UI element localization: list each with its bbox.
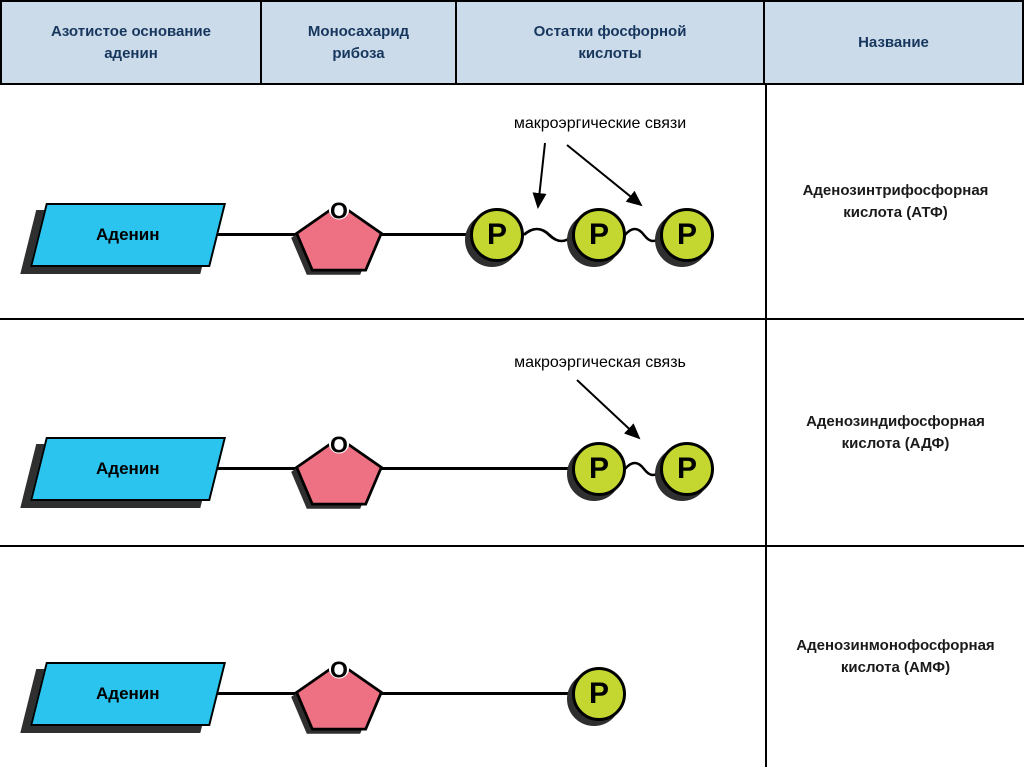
molecule-diagram-amp: Аденин O P: [0, 547, 765, 767]
header-name: Название: [765, 0, 1024, 85]
phosphate-label: P: [676, 218, 697, 251]
header-phosphate-residues: Остатки фосфорной кислоты: [457, 0, 765, 85]
oxygen-label: O: [330, 432, 348, 458]
phosphate-circle: P: [572, 442, 626, 496]
bond-line: [379, 467, 575, 470]
phosphate-circle: P: [470, 208, 524, 262]
macroergic-bond-annotation: макроэргическая связь: [514, 354, 686, 371]
ribose-pentagon: O: [291, 432, 384, 509]
bond-line: [379, 692, 575, 695]
compound-name-adp: Аденозиндифосфорная кислота (АДФ): [765, 320, 1024, 545]
phosphate-circle: P: [660, 208, 714, 262]
phosphate-circle: P: [572, 208, 626, 262]
macroergic-bonds-annotation: макроэргические связи: [513, 115, 687, 132]
adenine-parallelogram: Аденин: [30, 437, 226, 501]
bond-line: [215, 233, 301, 236]
annotation-arrow-icon: [576, 379, 641, 440]
phosphate-label: P: [486, 218, 507, 251]
bond-line: [215, 467, 301, 470]
annotation-arrow-icon: [532, 142, 643, 209]
phosphate-circle: P: [572, 667, 626, 721]
oxygen-label: O: [330, 657, 348, 683]
adenine-label: Аденин: [96, 225, 160, 244]
ribose-pentagon: O: [291, 657, 384, 734]
macroergic-bond-wave: [624, 227, 663, 243]
adenine-label: Аденин: [96, 684, 160, 703]
table-row-adp: макроэргическая связь Аденин O P: [0, 318, 1024, 545]
phosphate-label: P: [588, 218, 609, 251]
compound-name-amp: Аденозинмонофосфорная кислота (АМФ): [765, 547, 1024, 767]
molecule-diagram-atp: макроэргические связи Аденин O: [0, 85, 765, 318]
table-row-atp: макроэргические связи Аденин O: [0, 85, 1024, 318]
phosphate-circle: P: [660, 442, 714, 496]
compound-name-atp: Аденозинтрифосфорная кислота (АТФ): [765, 85, 1024, 318]
adenine-parallelogram: Аденин: [30, 662, 226, 726]
adenine-label: Аденин: [96, 459, 160, 478]
header-monosaccharide: Моносахарид рибоза: [262, 0, 457, 85]
bond-line: [215, 692, 301, 695]
oxygen-label: O: [330, 198, 348, 224]
phosphate-label: P: [588, 452, 609, 485]
macroergic-bond-wave: [624, 461, 663, 477]
adenine-parallelogram: Аденин: [30, 203, 226, 267]
phosphate-label: P: [588, 677, 609, 710]
header-nitrogenous-base: Азотистое основание аденин: [0, 0, 262, 85]
bond-line: [379, 233, 473, 236]
table-header: Азотистое основание аденин Моносахарид р…: [0, 0, 1024, 85]
table-row-amp: Аденин O P Аденозинмонофосфорная кислота…: [0, 545, 1024, 767]
macroergic-bond-wave: [522, 227, 575, 243]
molecule-diagram-adp: макроэргическая связь Аденин O P: [0, 320, 765, 545]
ribose-pentagon: O: [291, 198, 384, 275]
phosphate-label: P: [676, 452, 697, 485]
